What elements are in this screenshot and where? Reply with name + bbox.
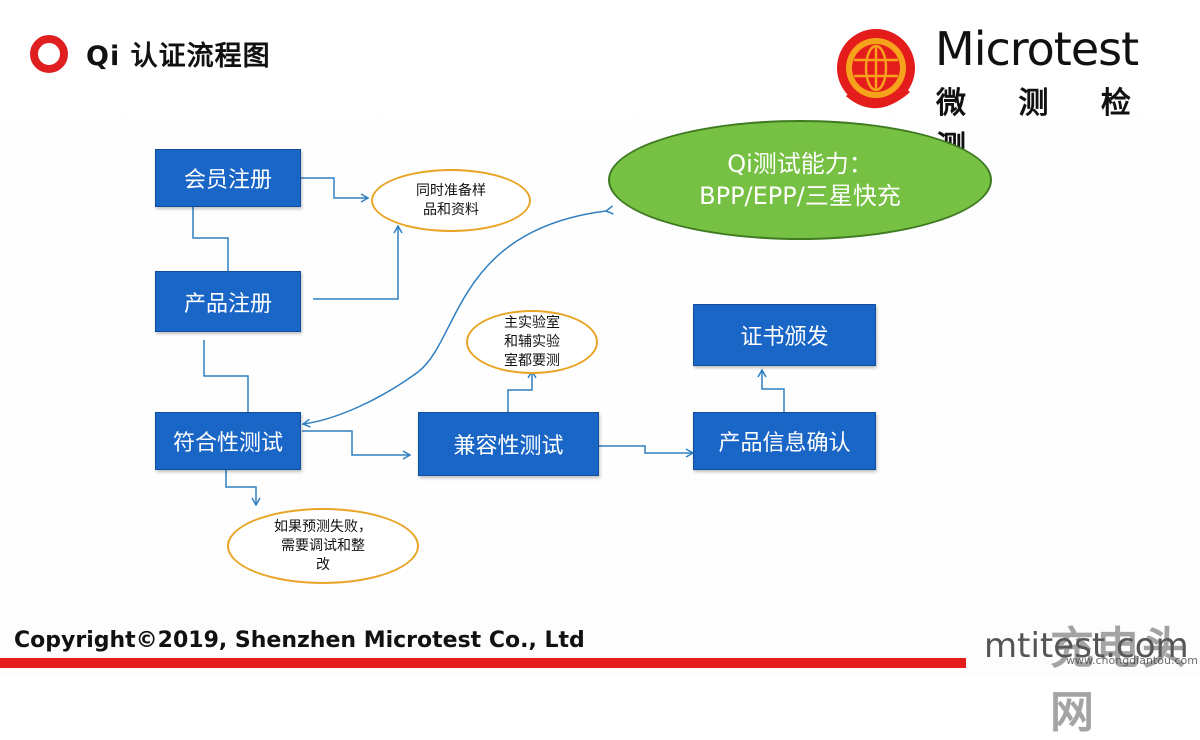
connector-info-to-cert <box>757 368 785 412</box>
note-fail-line-3: 改 <box>316 556 330 573</box>
copyright-text: Copyright©2019, Shenzhen Microtest Co., … <box>14 628 585 653</box>
connector-conformance-to-compat <box>302 430 412 460</box>
note-fail-line-2: 需要调试和整 <box>281 537 365 554</box>
connectors <box>192 177 785 507</box>
connector-member-to-product <box>192 207 229 271</box>
note-fail-line-1: 如果预测失败， <box>274 518 372 535</box>
box-product-registration: 产品注册 <box>155 271 301 332</box>
note-prepare-line-1: 同时准备样 <box>416 182 486 199</box>
footer-red-bar <box>0 658 966 668</box>
globe-logo-icon <box>837 29 915 109</box>
connector-product-to-prepare <box>313 224 403 300</box>
connector-compat-to-lab <box>507 369 537 412</box>
note-fail-debug: 如果预测失败， 需要调试和整 改 <box>227 508 419 584</box>
microtest-logo: Microtest 微 测 检 测 <box>832 20 1172 165</box>
watermark-logo: 充电头网 <box>1050 623 1188 738</box>
watermark-url: www.chongdiantou.com <box>1066 654 1198 667</box>
qi-capability-ellipse: Qi测试能力： BPP/EPP/三星快充 <box>608 120 992 240</box>
box-certificate-issue: 证书颁发 <box>693 304 876 366</box>
title-bullet-icon <box>30 34 68 73</box>
title-text: Qi 认证流程图 <box>86 41 271 72</box>
logo-wordmark: Microtest <box>935 22 1139 76</box>
note-lab-line-3: 室都要测 <box>504 352 560 369</box>
connector-conformance-to-fail <box>225 470 261 507</box>
box-member-registration: 会员注册 <box>155 149 301 207</box>
connector-capability-to-conformance <box>301 205 614 428</box>
note-prepare-line-2: 品和资料 <box>423 201 479 218</box>
connector-member-to-prepare <box>301 177 370 203</box>
box-product-info-confirm: 产品信息确认 <box>693 412 876 470</box>
connector-product-to-conformance <box>203 340 249 412</box>
slide-title: Qi 认证流程图 <box>30 34 271 73</box>
note-prepare-samples: 同时准备样 品和资料 <box>371 169 531 232</box>
footer-site: mtitest.com <box>984 626 1189 666</box>
connector-compat-to-info <box>599 445 695 458</box>
note-lab-line-2: 和辅实验 <box>504 333 560 350</box>
capability-line-1: Qi测试能力： <box>727 150 873 178</box>
box-conformance-test: 符合性测试 <box>155 412 301 470</box>
note-lab-line-1: 主实验室 <box>504 314 560 331</box>
capability-line-2: BPP/EPP/三星快充 <box>699 182 901 210</box>
box-compatibility-test: 兼容性测试 <box>418 412 599 476</box>
note-lab-tests: 主实验室 和辅实验 室都要测 <box>466 310 598 374</box>
